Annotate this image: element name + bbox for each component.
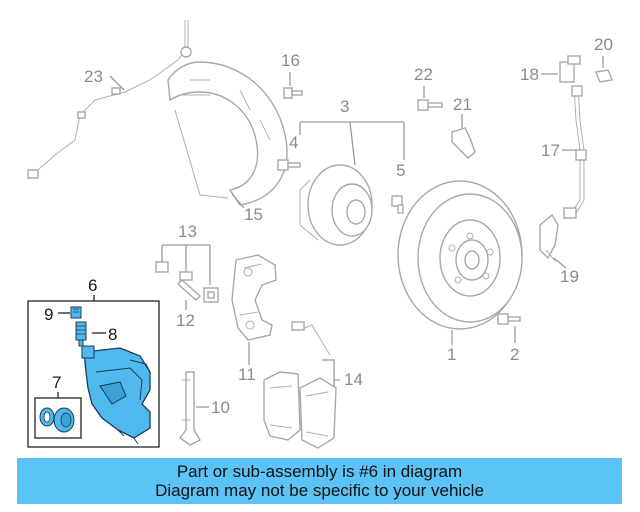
callout-4: 4 [289,133,298,152]
callout-17: 17 [541,141,560,160]
bracket-19 [539,213,559,263]
callout-21: 21 [453,95,472,114]
callout-3: 3 [340,97,349,116]
callout-10: 10 [211,398,230,417]
callout-1: 1 [447,345,456,364]
bolt-22 [417,99,443,111]
callout-23: 23 [84,67,103,86]
caliper-bracket [231,254,277,341]
callout-12: 12 [176,311,195,330]
callout-14: 14 [344,370,363,389]
anti-rattle-spring [179,371,201,446]
callout-20: 20 [594,35,613,54]
callout-5: 5 [396,161,405,180]
brake-pads [263,321,337,449]
callout-9: 9 [44,305,53,324]
callout-11: 11 [238,365,256,384]
bleeder-cap [70,306,82,319]
callout-6: 6 [88,276,97,295]
brake-rotor [397,180,523,330]
brake-caliper [81,345,151,445]
callout-7: 7 [52,373,61,392]
callout-22: 22 [414,65,433,84]
sensor-21 [451,127,476,159]
info-banner: Part or sub-assembly is #6 in diagram Di… [17,458,622,504]
callout-16: 16 [281,51,300,70]
brake-hose [559,55,613,219]
bolt-2 [497,313,521,325]
splash-shield [167,61,288,206]
abs-sensor-wire [27,20,192,179]
callout-13: 13 [178,222,197,241]
callout-8: 8 [108,325,117,344]
hub-bearing [277,159,404,246]
seal-kit [39,407,75,433]
bleeder-screw [75,321,87,347]
callout-2: 2 [510,345,519,364]
parts-diagram: 23 15 16 3 4 5 22 21 [27,20,613,449]
bolt-16 [283,87,303,99]
callout-18: 18 [520,65,539,84]
callout-19: 19 [560,267,579,286]
guide-pins [155,261,219,303]
callout-15: 15 [244,205,263,224]
banner-line-2: Diagram may not be specific to your vehi… [155,481,484,500]
banner-line-1: Part or sub-assembly is #6 in diagram [176,462,463,481]
